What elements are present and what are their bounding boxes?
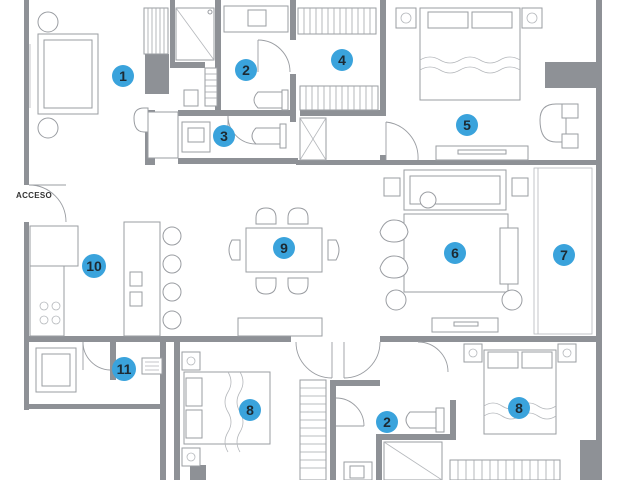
- room-badge-3: 3: [213, 125, 235, 147]
- room-badge-10: 10: [82, 254, 106, 278]
- room-number-8-right: 8: [515, 400, 523, 416]
- room-number-2-bottom: 2: [383, 414, 391, 430]
- walls: [24, 0, 602, 480]
- furniture: [29, 5, 593, 480]
- room-badge-5: 5: [456, 114, 478, 136]
- room-number-7: 7: [560, 247, 568, 263]
- room-badge-8-right: 8: [508, 397, 530, 419]
- room-badge-7: 7: [553, 244, 575, 266]
- room-number-6: 6: [451, 245, 459, 261]
- room-number-2-top: 2: [242, 62, 250, 78]
- room-badge-2-bottom: 2: [376, 411, 398, 433]
- room-number-1: 1: [119, 68, 127, 84]
- room-badge-2-top: 2: [235, 59, 257, 81]
- room-number-9: 9: [280, 240, 288, 256]
- room-number-5: 5: [463, 117, 471, 133]
- room-badge-4: 4: [331, 49, 353, 71]
- room-number-3: 3: [220, 128, 228, 144]
- room-badge-6: 6: [444, 242, 466, 264]
- room-number-10: 10: [86, 258, 102, 274]
- room-number-8-left: 8: [246, 402, 254, 418]
- room-badge-1: 1: [112, 65, 134, 87]
- room-badge-11: 11: [112, 357, 136, 381]
- room-number-4: 4: [338, 52, 346, 68]
- access-label: ACCESO: [16, 191, 52, 200]
- room-badge-9: 9: [273, 237, 295, 259]
- room-number-11: 11: [117, 361, 132, 377]
- room-badge-8-left: 8: [239, 399, 261, 421]
- closets: [143, 7, 561, 480]
